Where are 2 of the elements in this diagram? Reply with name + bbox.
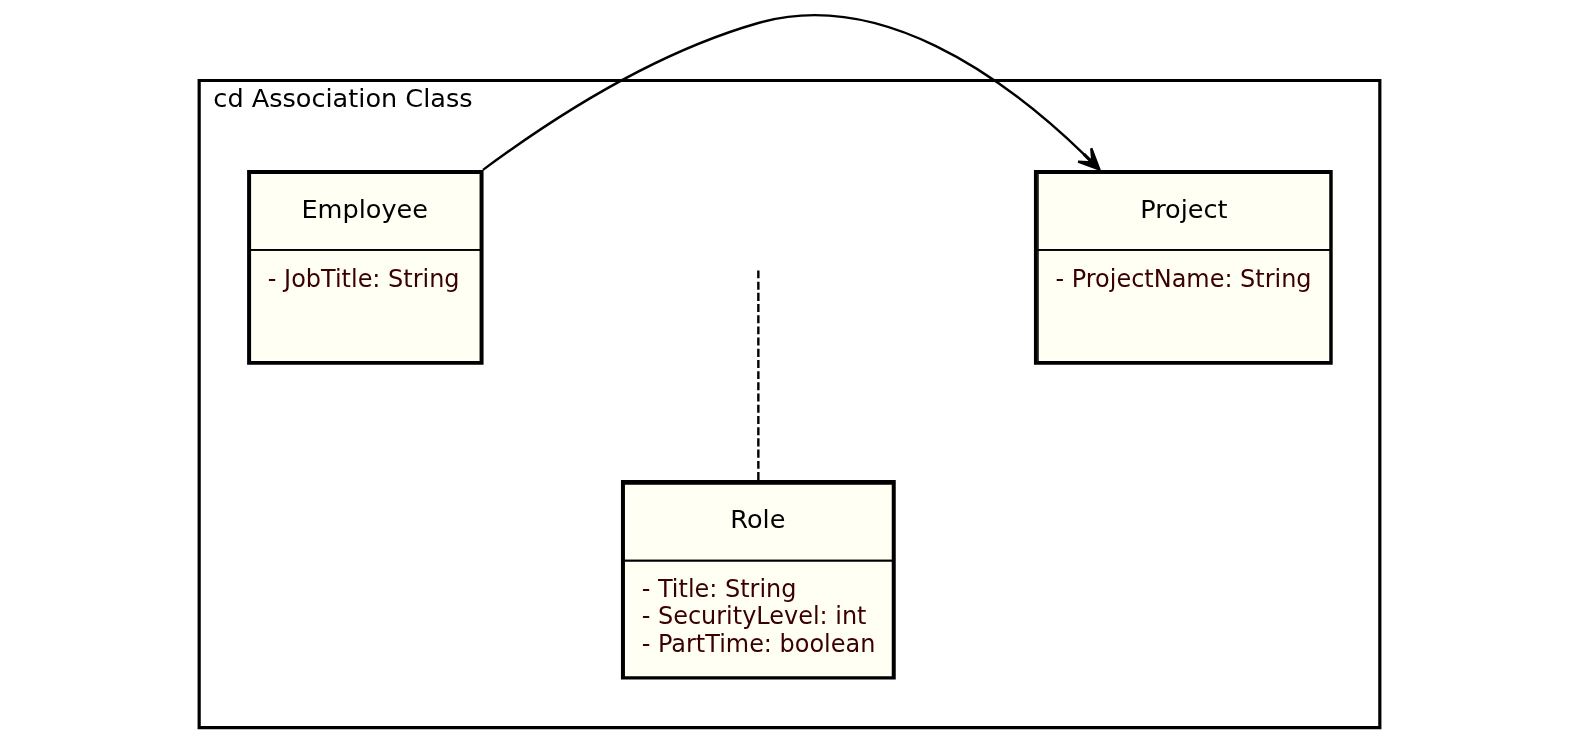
arrow xyxy=(481,14,1101,171)
connector xyxy=(756,269,760,480)
